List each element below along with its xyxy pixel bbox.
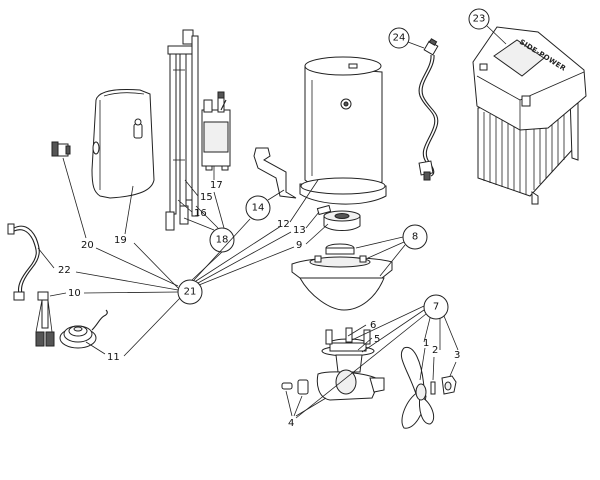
solenoid-relay <box>201 91 231 171</box>
electric-motor <box>299 56 387 205</box>
callout-circle-23 <box>468 8 490 30</box>
motor-cover <box>91 89 155 199</box>
label-4: 4 <box>288 418 294 429</box>
drive-pin <box>316 204 332 216</box>
callout-21: 21 <box>184 287 197 298</box>
callout-7: 7 <box>433 302 439 313</box>
callout-8: 8 <box>412 232 418 243</box>
mount-bolts <box>281 379 309 395</box>
label-13: 13 <box>293 225 306 236</box>
shaft-coupling <box>323 210 361 231</box>
label-17: 17 <box>210 180 223 191</box>
label-5: 5 <box>374 334 380 345</box>
motor-flange <box>291 243 393 311</box>
brush-assembly <box>35 291 55 347</box>
label-15: 15 <box>200 192 213 203</box>
callout-circle-7 <box>423 294 449 320</box>
callout-24: 24 <box>393 33 406 44</box>
control-cable <box>418 38 439 181</box>
motor-bracket <box>253 147 297 199</box>
callout-14: 14 <box>252 203 265 214</box>
label-16: 16 <box>194 208 207 219</box>
gear-leg-housing <box>316 327 385 401</box>
label-1: 1 <box>423 338 429 349</box>
bracket-rods <box>165 29 199 231</box>
callout-23: 23 <box>473 14 486 25</box>
thermal-coil <box>59 309 108 349</box>
callout-circle-24 <box>388 27 410 49</box>
callout-18: 18 <box>216 235 229 246</box>
label-19: 19 <box>114 235 127 246</box>
label-22: 22 <box>58 265 71 276</box>
label-3: 3 <box>454 350 460 361</box>
label-20: 20 <box>81 240 94 251</box>
drive-key <box>430 381 436 395</box>
label-9: 9 <box>296 240 302 251</box>
label-10: 10 <box>68 288 81 299</box>
small-connector <box>51 141 71 157</box>
callout-circle-14 <box>245 195 271 221</box>
label-11: 11 <box>107 352 120 363</box>
label-6: 6 <box>370 320 376 331</box>
controller-unit: SIDE-POWER <box>472 26 587 205</box>
controller-display <box>493 39 545 77</box>
label-12: 12 <box>277 219 290 230</box>
sensor-cable <box>7 223 40 301</box>
label-2: 2 <box>432 345 438 356</box>
prop-nut <box>441 375 457 395</box>
propeller <box>400 347 435 429</box>
